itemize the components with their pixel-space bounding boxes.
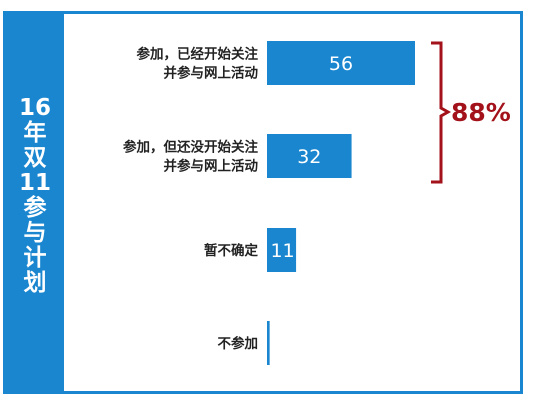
category-label: 暂不确定 [204,242,258,259]
bar [267,134,352,178]
bar [267,321,270,365]
side-title-char: 计 [23,245,47,271]
chart-frame: 16 年 双 11 参 与 计 划 [3,11,523,394]
category-label: 参加，但还没开始关注 [123,139,258,156]
side-title: 16 年 双 11 参 与 计 划 [6,96,64,296]
bar [267,41,415,85]
side-title-char: 年 [23,120,47,146]
bar-value-label: 56 [329,53,353,75]
bar-value-label: 11 [270,240,294,262]
side-title-char: 参 [23,195,47,221]
side-title-char: 双 [23,145,47,171]
side-title-char: 划 [23,270,47,296]
side-title-char: 与 [23,220,47,246]
bracket [431,41,452,184]
percent-annotation: 88% [451,98,511,127]
bar-value-label: 32 [297,146,321,168]
category-label: 参加，已经开始关注 [137,46,259,63]
side-title-char: 16 [18,95,51,121]
bar [267,228,297,272]
category-label: 并参与网上活动 [164,65,259,82]
side-title-char: 11 [18,170,51,196]
side-title-panel: 16 年 双 11 参 与 计 划 [6,14,64,391]
category-label: 不参加 [218,335,259,352]
category-label: 并参与网上活动 [164,158,259,175]
